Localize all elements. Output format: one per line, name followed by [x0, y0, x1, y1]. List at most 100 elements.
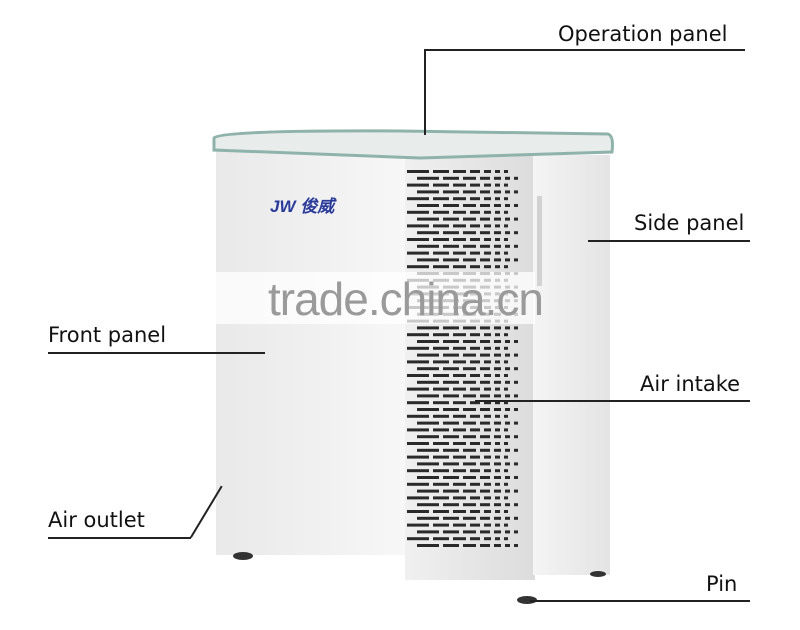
grille-slot: [417, 353, 439, 357]
grille-slot: [407, 510, 429, 513]
grille-slot: [453, 482, 466, 486]
pin-foot: [517, 596, 537, 604]
grille-slot: [443, 516, 459, 520]
grille-slot: [463, 476, 476, 479]
grille-slot: [484, 224, 491, 228]
device-body: [212, 129, 614, 604]
grille-slot: [480, 435, 490, 439]
grille-slot: [484, 387, 491, 391]
grille-slot: [443, 530, 459, 534]
grille-slot: [494, 176, 501, 180]
grille-slot: [417, 462, 439, 466]
grille-slot: [504, 401, 508, 405]
grille-slot: [494, 231, 501, 235]
grille-slot: [470, 197, 480, 201]
grille-slot: [407, 183, 429, 187]
grille-slot: [453, 183, 466, 187]
grille-slot: [495, 469, 500, 473]
grille-slot: [480, 353, 490, 357]
grille-slot: [495, 374, 500, 377]
grille-slot: [480, 530, 490, 534]
grille-slot: [505, 408, 510, 411]
grille-slot: [480, 544, 490, 547]
foot-left: [233, 552, 253, 560]
grille-slot: [505, 462, 510, 466]
grille-slot: [470, 496, 480, 500]
grille-slot: [463, 462, 476, 466]
grille-slot: [407, 442, 429, 445]
grille-slot: [463, 408, 476, 411]
grille-slot: [443, 394, 459, 398]
grille-slot: [495, 510, 500, 513]
grille-slot: [453, 428, 466, 432]
grille-slot: [514, 530, 518, 534]
grille-slot: [453, 224, 466, 228]
grille-slot: [480, 476, 490, 479]
grille-slot: [484, 238, 491, 241]
grille-slot: [407, 346, 429, 350]
grille-slot: [494, 258, 501, 262]
grille-slot: [417, 340, 439, 343]
grille-slot: [494, 435, 501, 439]
grille-slot: [417, 367, 439, 371]
grille-slot: [443, 489, 459, 493]
grille-slot: [495, 401, 500, 405]
grille-slot: [463, 367, 476, 371]
grille-slot: [480, 231, 490, 235]
grille-slot: [505, 476, 510, 479]
grille-slot: [495, 455, 500, 459]
grille-slot: [453, 360, 466, 364]
grille-slot: [433, 265, 449, 269]
grille-slot: [484, 374, 491, 377]
grille-slot: [433, 224, 449, 228]
grille-slot: [495, 197, 500, 201]
grille-slot: [453, 170, 466, 173]
grille-slot: [453, 455, 466, 459]
grille-slot: [443, 503, 459, 507]
grille-slot: [480, 204, 490, 207]
grille-slot: [504, 183, 508, 187]
grille-slot: [407, 414, 429, 418]
grille-slot: [495, 238, 500, 241]
grille-slot: [417, 258, 439, 262]
grille-slot: [417, 190, 439, 194]
grille-slot: [480, 190, 490, 194]
grille-slot: [494, 462, 501, 466]
grille-slot: [494, 421, 501, 425]
grille-slot: [443, 204, 459, 207]
grille-slot: [443, 421, 459, 425]
grille-slot: [407, 374, 429, 377]
grille-slot: [495, 333, 500, 337]
grille-slot: [494, 326, 501, 330]
grille-slot: [484, 523, 491, 527]
grille-slot: [505, 204, 510, 207]
grille-slot: [495, 265, 500, 269]
grille-slot: [407, 265, 429, 269]
grille-slot: [505, 448, 510, 452]
grille-slot: [463, 380, 476, 384]
grille-slot: [495, 210, 500, 214]
logo: JW 俊威: [270, 197, 337, 216]
grille-slot: [480, 340, 490, 343]
grille-slot: [407, 482, 429, 486]
leader-pin: [530, 600, 750, 602]
grille-slot: [470, 265, 480, 269]
grille-slot: [417, 421, 439, 425]
grille-slot: [407, 210, 429, 214]
grille-slot: [494, 353, 501, 357]
grille-slot: [484, 360, 491, 364]
grille-slot: [470, 251, 480, 255]
grille-slot: [480, 244, 490, 248]
grille-slot: [484, 197, 491, 201]
grille-slot: [463, 190, 476, 194]
grille-slot: [463, 340, 476, 343]
grille-slot: [504, 469, 508, 473]
grille-slot: [484, 455, 491, 459]
grille-slot: [443, 353, 459, 357]
grille-slot: [494, 217, 501, 221]
grille-slot: [514, 326, 518, 330]
grille-slot: [484, 183, 491, 187]
grille-slot: [494, 190, 501, 194]
grille-slot: [494, 244, 501, 248]
grille-slot: [495, 428, 500, 432]
